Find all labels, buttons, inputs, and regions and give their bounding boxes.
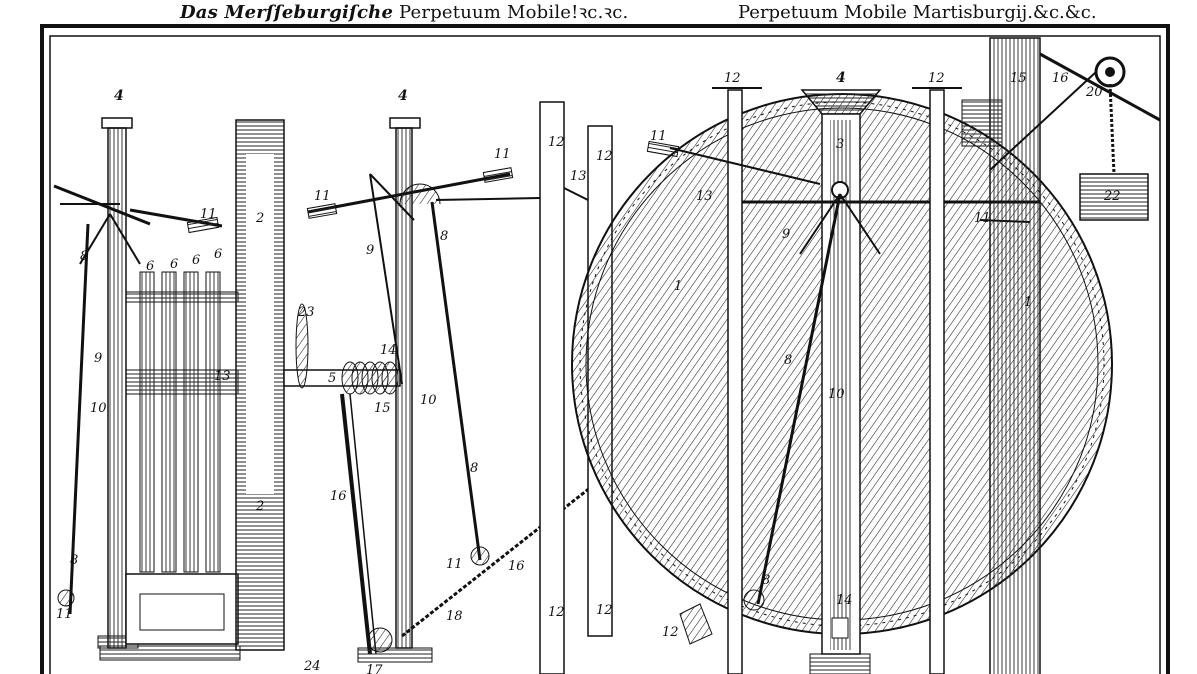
label-6-c: 6 xyxy=(192,253,200,268)
label-11-f: 11 xyxy=(56,607,73,622)
plate-inner-border xyxy=(49,35,1161,674)
label-17: 17 xyxy=(366,663,383,674)
label-11-g: 11 xyxy=(446,557,463,572)
label-9-b: 9 xyxy=(366,243,374,258)
label-15-b: 15 xyxy=(1010,71,1027,86)
label-6-a: 6 xyxy=(146,259,154,274)
figure-labels: 4 4 4 12 12 12 12 12 12 12 2 2 6 6 6 6 1… xyxy=(56,70,1121,674)
label-23: 23 xyxy=(297,305,315,320)
frame-posts-right xyxy=(712,87,962,674)
label-16-a: 16 xyxy=(330,489,347,504)
label-5: 5 xyxy=(328,371,336,386)
header-german-suffix: ꝛc.ꝛc. xyxy=(578,2,629,23)
label-9-a: 9 xyxy=(94,351,102,366)
pipe-cabinet xyxy=(99,271,241,661)
label-1-right: 1 xyxy=(1024,295,1032,310)
label-12-b: 12 xyxy=(928,71,945,86)
label-16-c: 16 xyxy=(1052,71,1069,86)
label-9-c: 9 xyxy=(782,227,790,242)
label-8-c: 8 xyxy=(440,229,448,244)
label-14-a: 14 xyxy=(380,343,397,358)
plate-border xyxy=(40,24,1170,674)
middle-swing-arm xyxy=(306,167,541,566)
label-12-g: 12 xyxy=(662,625,679,640)
label-10-b: 10 xyxy=(420,393,437,408)
label-24: 24 xyxy=(303,659,321,674)
label-2-top: 2 xyxy=(255,211,264,226)
wheel-foot xyxy=(679,603,713,645)
label-2-bottom: 2 xyxy=(255,499,264,514)
label-12-f: 12 xyxy=(596,603,613,618)
middle-pillar xyxy=(357,117,433,663)
label-12-a: 12 xyxy=(724,71,741,86)
header-latin-title: Perpetuum Mobile Martisburgij.&c.&c. xyxy=(738,2,1097,23)
label-18: 18 xyxy=(446,609,463,624)
label-6-d: 6 xyxy=(214,247,222,262)
label-1-left: 1 xyxy=(674,279,682,294)
label-10-a: 10 xyxy=(90,401,107,416)
label-8-b: 8 xyxy=(70,553,78,568)
label-12-e: 12 xyxy=(548,605,565,620)
label-22: 22 xyxy=(1103,189,1121,204)
left-swing-arm xyxy=(53,184,223,615)
right-tower xyxy=(961,37,1161,674)
label-3: 3 xyxy=(836,137,844,152)
label-20: 20 xyxy=(1085,85,1103,100)
axle-winding xyxy=(283,303,401,655)
label-16-b: 16 xyxy=(508,559,525,574)
header-german-title: Das Merſſeburgiſche Perpetuum Mobile!ꝛc.… xyxy=(180,0,628,24)
label-10-c: 10 xyxy=(828,387,845,402)
label-12-d: 12 xyxy=(596,149,613,164)
label-13-c: 13 xyxy=(696,189,713,204)
label-11-b: 11 xyxy=(314,189,331,204)
label-11-d: 11 xyxy=(650,129,667,144)
label-14-b: 14 xyxy=(836,593,853,608)
label-13-b: 13 xyxy=(570,169,587,184)
label-15-a: 15 xyxy=(374,401,391,416)
label-4-wheel: 4 xyxy=(836,70,846,86)
label-11-c: 11 xyxy=(494,147,511,162)
label-8-f: 8 xyxy=(762,573,770,588)
perpetuum-mobile-engraving: 4 4 4 12 12 12 12 12 12 12 2 2 6 6 6 6 1… xyxy=(40,24,1170,674)
header-german-main: Perpetuum Mobile! xyxy=(399,2,579,23)
label-6-b: 6 xyxy=(170,257,178,272)
label-8-e: 8 xyxy=(784,353,792,368)
label-11-a: 11 xyxy=(200,207,217,222)
label-8-d: 8 xyxy=(470,461,478,476)
label-12-c: 12 xyxy=(548,135,565,150)
label-4-left: 4 xyxy=(114,88,124,104)
rope-16 xyxy=(401,478,601,638)
label-11-e: 11 xyxy=(974,211,991,226)
label-13-a: 13 xyxy=(214,369,231,384)
header-german-prefix: Das Merſſeburgiſche xyxy=(180,2,394,23)
label-4-middle: 4 xyxy=(398,88,408,104)
central-pillar xyxy=(740,89,1040,674)
label-8-a: 8 xyxy=(80,249,88,264)
